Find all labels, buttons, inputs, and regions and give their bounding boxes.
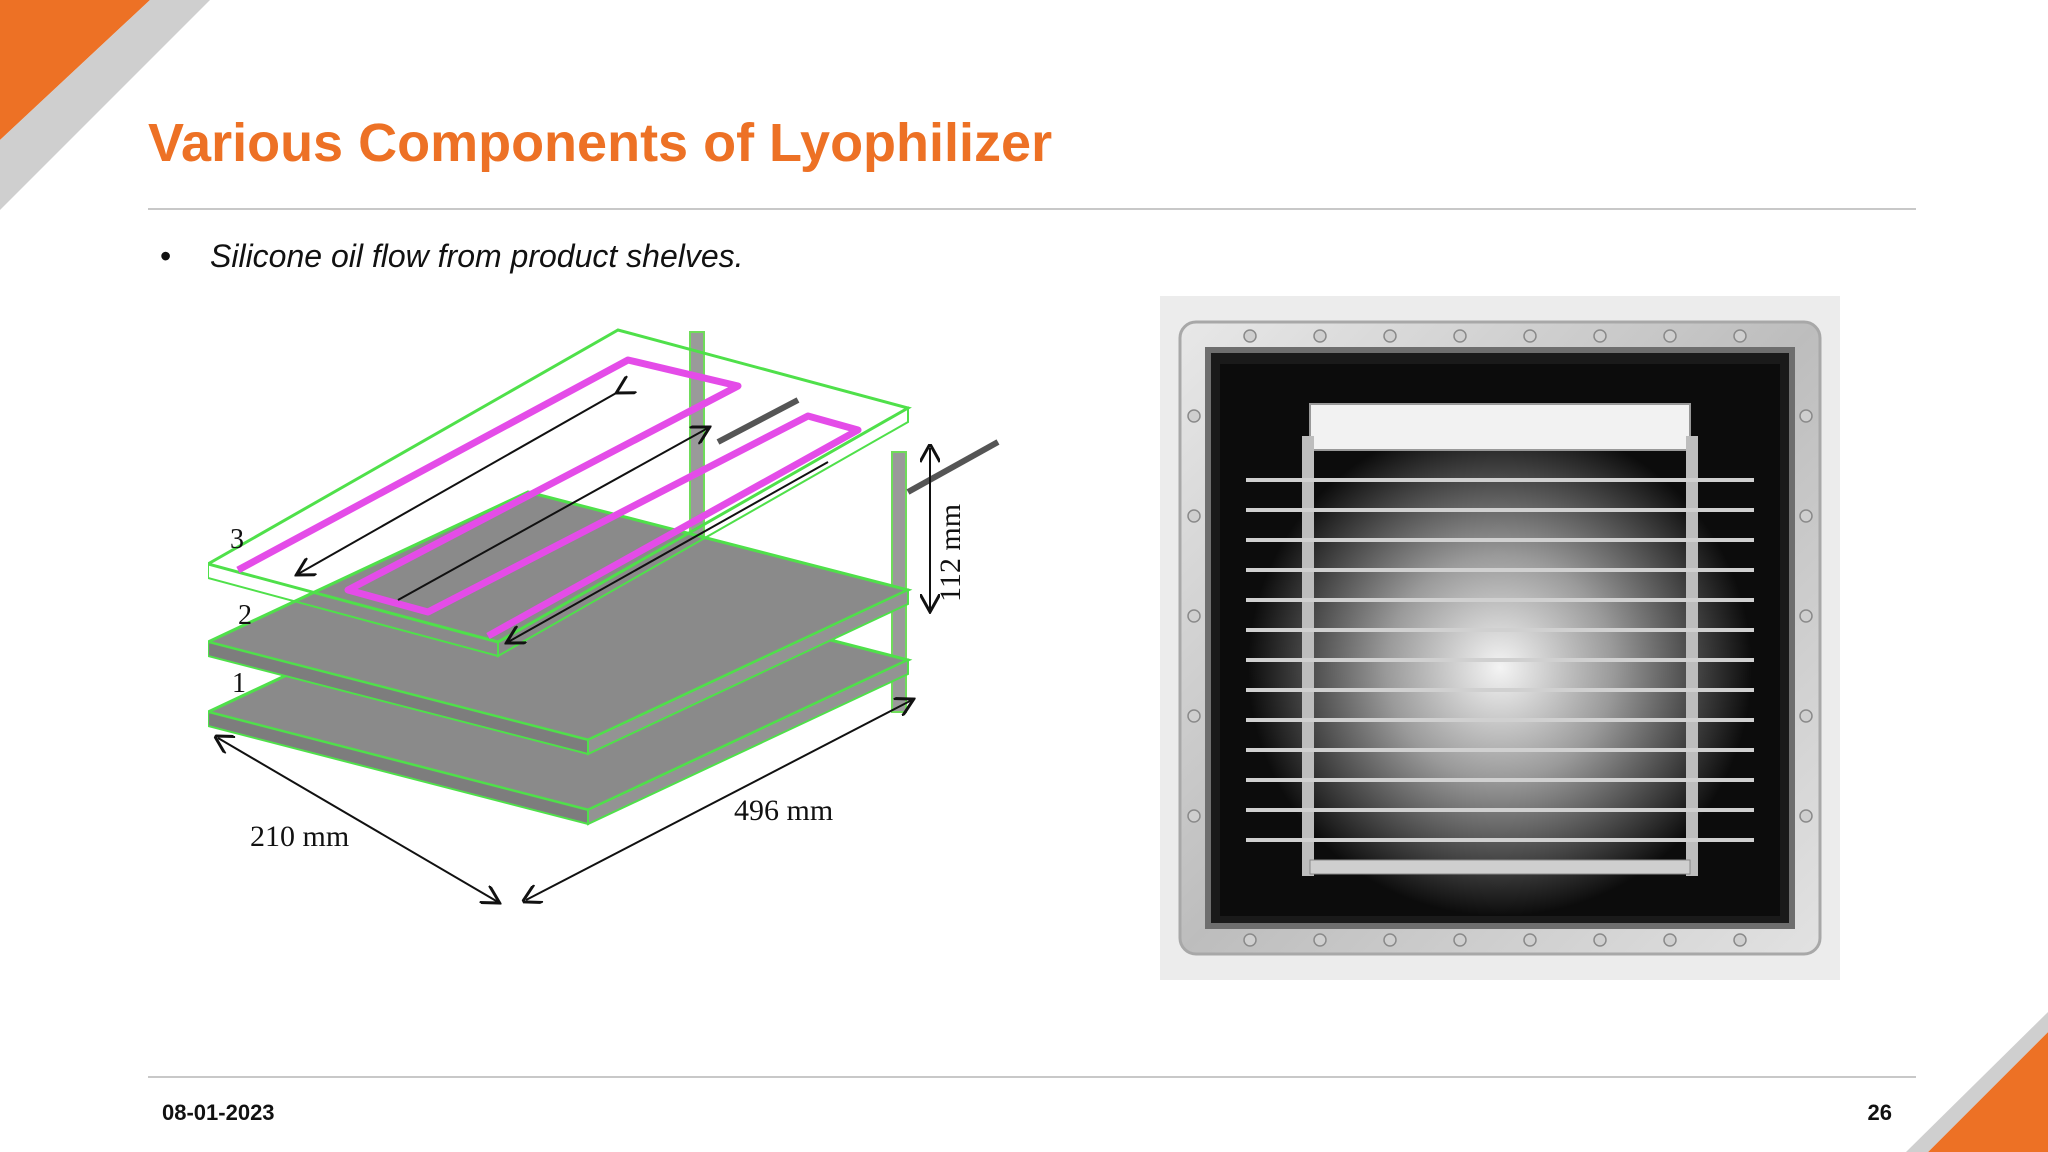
dimension-width-label: 210 mm [250, 820, 349, 853]
shelf-label-2: 2 [238, 600, 252, 631]
corner-decoration-bottom-right [1906, 1012, 2048, 1152]
footer-date: 08-01-2023 [162, 1100, 275, 1125]
shelf-label-3: 3 [230, 524, 244, 555]
dimension-line-length [526, 700, 912, 900]
slide-title: Various Components of Lyophilizer [148, 113, 1053, 173]
page-number: 26 [1867, 1100, 1892, 1125]
title-divider [148, 208, 1916, 210]
dimension-height-label: 112 mm [934, 504, 967, 602]
pipe-connector [716, 397, 800, 445]
pipe-connector [906, 439, 1000, 495]
dimension-line-width [218, 738, 498, 902]
shelf-label-1: 1 [232, 668, 246, 699]
bullet-marker: • [160, 238, 172, 274]
silicone-oil-channel [236, 356, 862, 640]
lyophilizer-chamber-photo [1160, 296, 1840, 980]
bullet-text: Silicone oil flow from product shelves. [210, 238, 744, 274]
dimension-length-label: 496 mm [734, 794, 833, 827]
bullet-item: • Silicone oil flow from product shelves… [160, 238, 744, 275]
shelf-diagram: 3 2 1 210 mm 496 mm 112 mm [208, 328, 1000, 912]
corner-decoration-top-left [0, 0, 210, 210]
footer-divider [148, 1076, 1916, 1078]
flow-arrows [298, 392, 829, 642]
